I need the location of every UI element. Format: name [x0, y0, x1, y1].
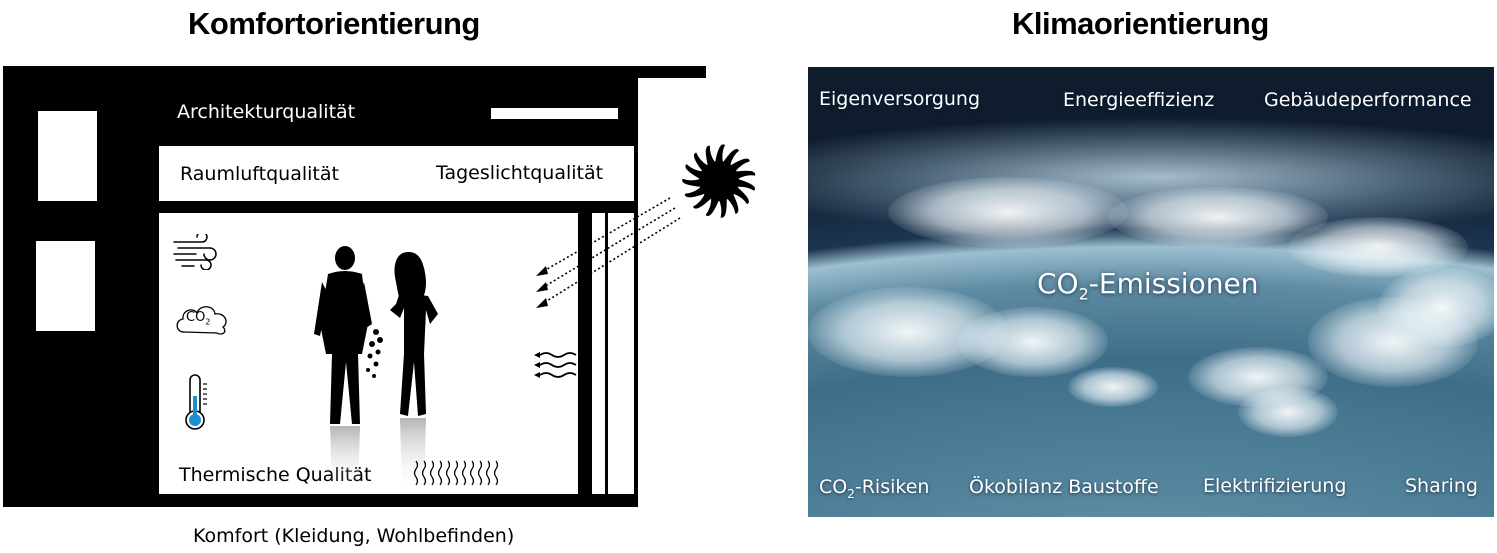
window-frame-inner	[578, 213, 592, 494]
sun-icon	[682, 144, 756, 218]
middle-band-right	[634, 146, 638, 201]
cloud	[1068, 367, 1158, 407]
people-silhouette-icon	[314, 246, 438, 492]
window-frame-outer	[605, 213, 608, 494]
co2-cloud-icon	[176, 306, 227, 335]
heat-waves-icon	[413, 460, 499, 486]
building-roof	[159, 66, 706, 78]
window-waves-icon	[534, 352, 577, 378]
label-architekturqualitaet: Architekturqualität	[177, 101, 356, 123]
thermometer-icon	[185, 374, 207, 430]
earth-photo: Eigenversorgung Energieeffizienz Gebäude…	[808, 67, 1494, 517]
upper-window-bar	[491, 108, 618, 119]
label-komfort: Komfort (Kleidung, Wohlbefinden)	[193, 525, 515, 547]
building-floor	[159, 494, 638, 507]
wall-window-lower	[36, 241, 95, 331]
wind-icon	[173, 234, 217, 270]
label-co2-risiken: CO2-Risiken	[819, 476, 930, 501]
label-eigenversorgung: Eigenversorgung	[819, 88, 981, 110]
label-raumluftqualitaet: Raumluftqualität	[180, 163, 339, 185]
cloud	[1238, 387, 1338, 437]
co2-cloud-text: CO2	[186, 310, 211, 327]
label-elektrifizierung: Elektrifizierung	[1203, 475, 1347, 497]
right-title: Klimaorientierung	[1012, 6, 1269, 41]
label-gebaeudeperformance: Gebäudeperformance	[1264, 89, 1472, 111]
wall-window-upper	[38, 111, 97, 201]
label-sharing: Sharing	[1405, 475, 1478, 497]
label-tageslichtqualitaet: Tageslichtqualität	[436, 162, 604, 184]
left-title: Komfortorientierung	[188, 6, 480, 41]
label-co2-emissionen: CO2-Emissionen	[1037, 267, 1259, 304]
label-energieeffizienz: Energieeffizienz	[1063, 89, 1215, 111]
label-thermische-qualitaet: Thermische Qualität	[179, 464, 372, 486]
cloud	[958, 307, 1108, 377]
cloud	[888, 177, 1128, 247]
building-slab	[159, 201, 638, 213]
window-frame-right	[634, 213, 638, 494]
sun-rays-arrows	[536, 197, 681, 308]
label-oekobilanz-baustoffe: Ökobilanz Baustoffe	[969, 476, 1159, 498]
cloud	[1378, 267, 1494, 347]
